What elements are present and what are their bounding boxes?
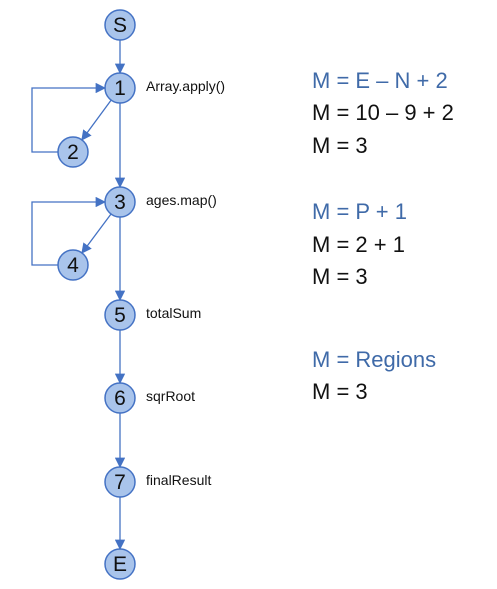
- node-circle: [104, 9, 136, 41]
- node-circle: [104, 72, 136, 104]
- formula-edges-nodes-heading: M = E – N + 2: [312, 68, 448, 93]
- node-3: 3 ages.map(): [104, 186, 217, 218]
- node-description: Array.apply(): [146, 78, 225, 94]
- nodes: S 1 Array.apply() 2 3 ages.map() 4 5 totalSum 6 sq…: [57, 9, 225, 580]
- node-circle: [104, 548, 136, 580]
- formula-edges-nodes-substitution: M = 10 – 9 + 2: [312, 100, 454, 125]
- formula-regions-result: M = 3: [312, 379, 368, 404]
- formula-predicates-result: M = 3: [312, 264, 368, 289]
- formula-regions-heading: M = Regions: [312, 347, 437, 372]
- node-label: E: [113, 553, 127, 576]
- node-description: sqrRoot: [146, 388, 195, 404]
- node-label: 6: [114, 387, 126, 410]
- edge-3-to-4: [81, 213, 112, 254]
- node-circle: [104, 186, 136, 218]
- node-label: 3: [114, 191, 126, 214]
- formula-edges-nodes-result: M = 3: [312, 133, 368, 158]
- node-description: ages.map(): [146, 192, 217, 208]
- node-5: 5 totalSum: [104, 299, 201, 331]
- edge-1-to-2: [81, 99, 112, 141]
- node-4: 4: [57, 249, 89, 281]
- node-description: totalSum: [146, 305, 201, 321]
- node-circle: [57, 249, 89, 281]
- node-2: 2: [57, 136, 89, 168]
- node-7: 7 finalResult: [104, 466, 211, 498]
- node-e: E: [104, 548, 136, 580]
- node-circle: [104, 466, 136, 498]
- node-6: 6 sqrRoot: [104, 382, 195, 414]
- node-label: 4: [67, 254, 79, 277]
- node-label: S: [113, 14, 127, 37]
- formula-predicates-heading: M = P + 1: [312, 199, 407, 224]
- formula-predicates-substitution: M = 2 + 1: [312, 232, 405, 257]
- node-label: 2: [67, 141, 79, 164]
- node-circle: [57, 136, 89, 168]
- node-label: 7: [114, 471, 126, 494]
- edges: [31, 40, 126, 551]
- edge-2-to-1: [31, 82, 107, 153]
- node-s: S: [104, 9, 136, 41]
- node-circle: [104, 382, 136, 414]
- node-label: 1: [114, 77, 126, 100]
- node-1: 1 Array.apply(): [104, 72, 225, 104]
- edge-4-to-3: [31, 196, 107, 266]
- node-description: finalResult: [146, 472, 211, 488]
- node-label: 5: [114, 304, 126, 327]
- node-circle: [104, 299, 136, 331]
